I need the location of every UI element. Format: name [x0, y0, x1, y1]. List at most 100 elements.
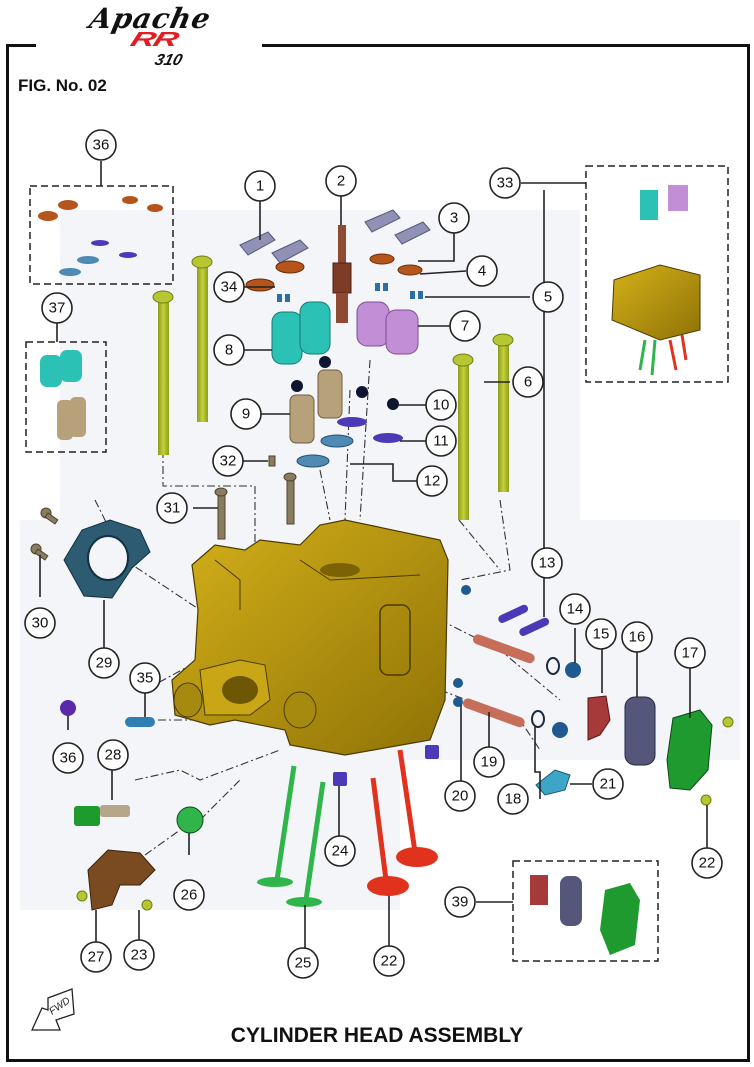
screw-part: [76, 716, 734, 911]
callout-8[interactable]: 8: [213, 334, 245, 366]
callout-32[interactable]: 32: [212, 445, 244, 477]
svg-text:22: 22: [699, 855, 716, 872]
callout-9[interactable]: 9: [230, 398, 262, 430]
svg-text:29: 29: [96, 655, 113, 672]
callout-23b[interactable]: 23: [123, 939, 155, 971]
head-bolt-part: [152, 255, 514, 520]
callout-14[interactable]: 14: [559, 593, 591, 625]
callout-18[interactable]: 18: [497, 783, 529, 815]
svg-text:13: 13: [539, 555, 556, 572]
plug-part: [60, 700, 76, 716]
frame-border-right: [747, 44, 750, 1062]
intake-manifold-part: [63, 519, 151, 599]
svg-text:34: 34: [221, 279, 238, 296]
svg-text:16: 16: [629, 629, 646, 646]
valve-retainer-part: [245, 253, 423, 292]
callout-13[interactable]: 13: [531, 547, 563, 579]
svg-text:21: 21: [600, 776, 617, 793]
svg-text:33: 33: [497, 175, 514, 192]
callout-19[interactable]: 19: [473, 746, 505, 778]
frame-border-top-left: [6, 44, 36, 47]
leader-lines: [39, 161, 708, 950]
svg-text:28: 28: [105, 747, 122, 764]
rocker-arm-part: [239, 209, 431, 264]
callout-22[interactable]: 22: [373, 945, 405, 977]
svg-text:23: 23: [131, 947, 148, 964]
svg-text:32: 32: [220, 453, 237, 470]
callout-15[interactable]: 15: [585, 618, 617, 650]
svg-text:26: 26: [181, 887, 198, 904]
frame-border-top-right: [262, 44, 750, 47]
callout-36[interactable]: 36: [52, 742, 84, 774]
callout-31[interactable]: 31: [156, 492, 188, 524]
svg-text:18: 18: [505, 791, 522, 808]
plug-bolt-part: [453, 585, 581, 738]
dowel-pin-part: [125, 717, 155, 727]
forward-arrow-icon: FWD: [30, 988, 75, 1031]
callout-26[interactable]: 26: [173, 879, 205, 911]
svg-text:24: 24: [332, 843, 349, 860]
callout-28[interactable]: 28: [97, 739, 129, 771]
callout-6[interactable]: 6: [512, 366, 544, 398]
callout-5[interactable]: 5: [532, 281, 564, 313]
svg-text:36: 36: [60, 750, 77, 767]
callout-17[interactable]: 17: [674, 637, 706, 669]
svg-text:20: 20: [452, 788, 469, 805]
svg-text:8: 8: [225, 342, 233, 359]
callout-37[interactable]: 36: [85, 129, 117, 161]
callout-27[interactable]: 27: [80, 941, 112, 973]
svg-text:2: 2: [337, 173, 345, 190]
svg-text:11: 11: [433, 433, 449, 450]
water-outlet-part: [87, 849, 156, 911]
svg-text:5: 5: [544, 289, 552, 306]
frame-border-left: [6, 44, 9, 1062]
valve-stem-seal-part: [291, 356, 399, 410]
callout-3[interactable]: 3: [438, 202, 470, 234]
valve-lifter-part: [289, 369, 343, 444]
spring-seat-part: [296, 417, 403, 468]
svg-text:36: 36: [93, 137, 110, 154]
svg-text:1: 1: [256, 178, 264, 195]
cover-gasket-part: [624, 696, 656, 766]
svg-text:14: 14: [567, 601, 584, 618]
svg-text:15: 15: [593, 626, 610, 643]
spark-plug-part: [332, 225, 352, 323]
callout-35[interactable]: 35: [129, 662, 161, 694]
svg-text:9: 9: [242, 406, 250, 423]
callout-21[interactable]: 21: [592, 768, 624, 800]
callout-24[interactable]: 24: [324, 835, 356, 867]
callout-30[interactable]: 30: [24, 607, 56, 639]
kit-33-contents: [611, 185, 701, 376]
callout-25[interactable]: 25: [287, 947, 319, 979]
intake-valve-part: [257, 765, 326, 907]
callout-38[interactable]: 37: [41, 292, 73, 324]
callout-16[interactable]: 16: [621, 621, 653, 653]
callout-1[interactable]: 1: [244, 170, 276, 202]
diagram-title: CYLINDER HEAD ASSEMBLY: [230, 1024, 524, 1047]
svg-text:39: 39: [452, 894, 469, 911]
callout-34[interactable]: 34: [213, 271, 245, 303]
svg-text:6: 6: [524, 374, 532, 391]
svg-text:3: 3: [450, 210, 458, 227]
kit-box-39: [512, 860, 659, 962]
hex-bolt-part: [214, 455, 297, 540]
callout-39[interactable]: 39: [444, 886, 476, 918]
callout-11[interactable]: 11: [425, 425, 457, 457]
valve-guide-part: [425, 745, 439, 759]
callout-33[interactable]: 33: [489, 167, 521, 199]
callout-23[interactable]: 22: [691, 847, 723, 879]
callout-10[interactable]: 10: [425, 389, 457, 421]
callout-12[interactable]: 12: [416, 465, 448, 497]
callout-2[interactable]: 2: [325, 165, 357, 197]
svg-text:30: 30: [32, 615, 49, 632]
o-ring-part: [531, 657, 560, 728]
callout-29[interactable]: 29: [88, 647, 120, 679]
callout-4[interactable]: 4: [466, 255, 498, 287]
svg-text:7: 7: [461, 318, 469, 335]
svg-text:37: 37: [49, 300, 66, 317]
callout-20[interactable]: 20: [444, 780, 476, 812]
exhaust-valve-part: [367, 749, 438, 896]
svg-text:22: 22: [381, 953, 398, 970]
callout-7[interactable]: 7: [449, 310, 481, 342]
svg-text:17: 17: [682, 645, 699, 662]
